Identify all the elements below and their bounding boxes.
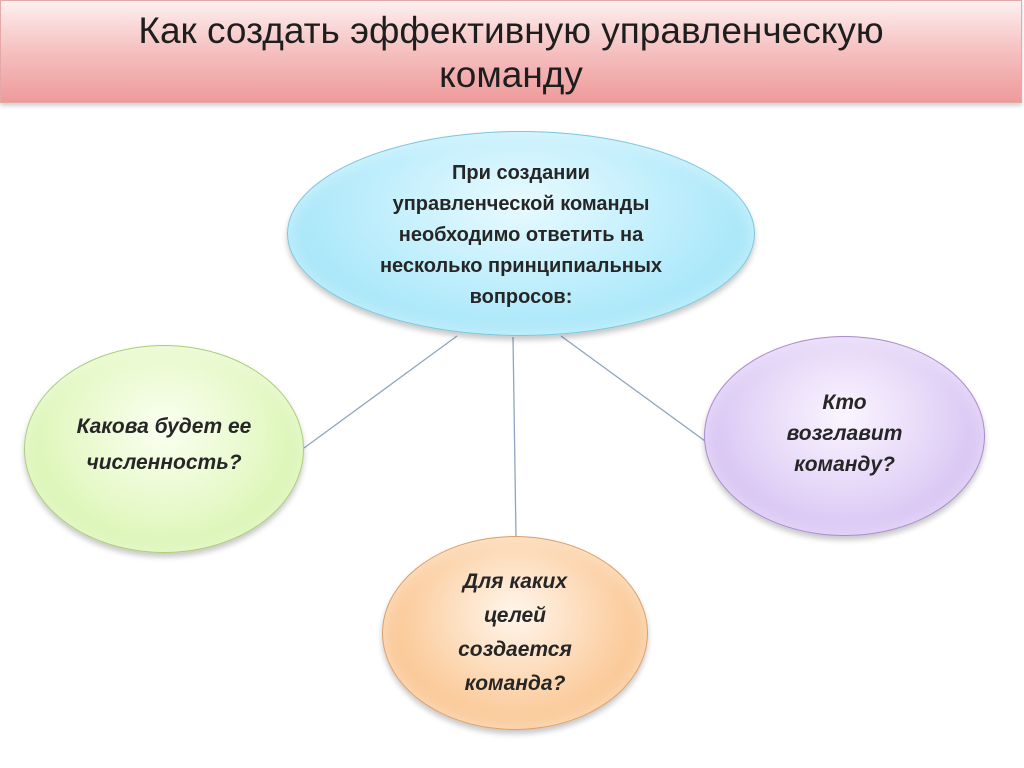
central-question-node: При создании управленческой команды необ…	[287, 131, 755, 336]
team-leader-node: Кто возглавит команду?	[704, 336, 985, 536]
team-purpose-node: Для каких целей создается команда?	[382, 536, 648, 730]
slide-title: Как создать эффективную управленческую к…	[138, 9, 884, 95]
title-banner: Как создать эффективную управленческую к…	[0, 0, 1022, 103]
central-question-text: При создании управленческой команды необ…	[379, 162, 663, 308]
team-leader-text: Кто возглавит команду?	[786, 390, 903, 476]
connector-center-bottom	[512, 336, 517, 538]
team-size-node: Какова будет ее численность?	[24, 345, 304, 553]
team-size-text: Какова будет ее численность?	[76, 415, 252, 474]
team-purpose-text: Для каких целей создается команда?	[458, 570, 572, 695]
connector-center-left	[303, 335, 458, 449]
connector-center-right	[560, 335, 706, 442]
